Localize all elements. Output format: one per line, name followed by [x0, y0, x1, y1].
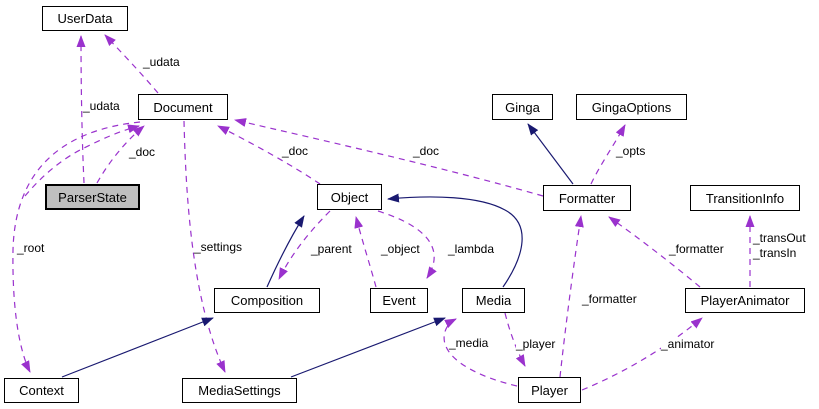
node-formatter[interactable]: Formatter	[543, 185, 631, 211]
edge-event-object-object	[354, 216, 377, 288]
edge-object-document-doc	[217, 125, 321, 185]
edge-label-formatter-player: _formatter	[582, 292, 637, 306]
node-context[interactable]: Context	[4, 378, 79, 403]
edge-label-udata-document: _udata	[143, 55, 180, 69]
edge-object-composition-parent	[278, 210, 331, 280]
edge-composition-object-inherit	[266, 215, 305, 288]
edge-label-doc-formatter: _doc	[413, 144, 440, 158]
edge-label-media: _media	[449, 336, 489, 350]
node-player[interactable]: Player	[518, 377, 581, 403]
edge-formatter-gingaoptions-opts	[590, 124, 626, 185]
edge-label-doc-object: _doc	[282, 144, 309, 158]
edge-label-transin: _transIn	[753, 246, 797, 260]
edge-label-opts: _opts	[616, 144, 646, 158]
edge-document-context-root	[12, 121, 141, 373]
node-userdata[interactable]: UserData	[42, 6, 128, 31]
node-playeranimator[interactable]: PlayerAnimator	[685, 288, 805, 313]
edge-label-udata-parserstate: _udata	[83, 99, 120, 113]
node-media[interactable]: Media	[462, 288, 525, 313]
edge-player-media-media	[443, 318, 518, 387]
node-event[interactable]: Event	[370, 288, 428, 313]
node-parserstate[interactable]: ParserState	[45, 184, 140, 210]
edge-media-object-inherit	[387, 193, 523, 288]
node-mediasettings[interactable]: MediaSettings	[182, 378, 297, 403]
edge-formatter-document-doc	[234, 118, 544, 197]
edge-player-playeranimator-animator	[581, 317, 703, 391]
node-object[interactable]: Object	[317, 184, 382, 210]
edge-label-root: _root	[17, 241, 45, 255]
edge-label-settings: _settings	[194, 240, 243, 254]
edge-player-formatter-formatter	[559, 215, 584, 378]
edge-object-event-lambda	[377, 210, 437, 279]
node-gingaoptions[interactable]: GingaOptions	[576, 94, 687, 120]
edge-formatter-ginga-inherit	[527, 123, 574, 185]
edge-parserstate-userdata	[76, 35, 86, 184]
edge-label-doc-parserstate: _doc	[129, 145, 156, 159]
edge-label-animator: _animator	[661, 337, 715, 351]
edge-label-transout: _transOut	[753, 231, 806, 245]
edge-document-userdata	[104, 34, 159, 94]
edge-label-player: _player	[516, 337, 556, 351]
edge-label-object: _object	[381, 242, 420, 256]
edge-media-player-player	[504, 312, 526, 367]
node-composition[interactable]: Composition	[214, 288, 320, 313]
node-transitioninfo[interactable]: TransitionInfo	[690, 185, 800, 211]
edge-playeranimator-formatter-formatter	[608, 216, 701, 288]
node-document[interactable]: Document	[138, 94, 228, 120]
edge-context-composition-inherit	[61, 317, 214, 378]
edge-document-mediasettings-settings	[183, 120, 226, 373]
edge-label-formatter-pa: _formatter	[669, 242, 724, 256]
edge-mediasettings-media-inherit	[290, 317, 446, 378]
edge-label-parent: _parent	[311, 242, 352, 256]
node-ginga[interactable]: Ginga	[492, 94, 553, 120]
edge-label-lambda: _lambda	[448, 242, 495, 256]
